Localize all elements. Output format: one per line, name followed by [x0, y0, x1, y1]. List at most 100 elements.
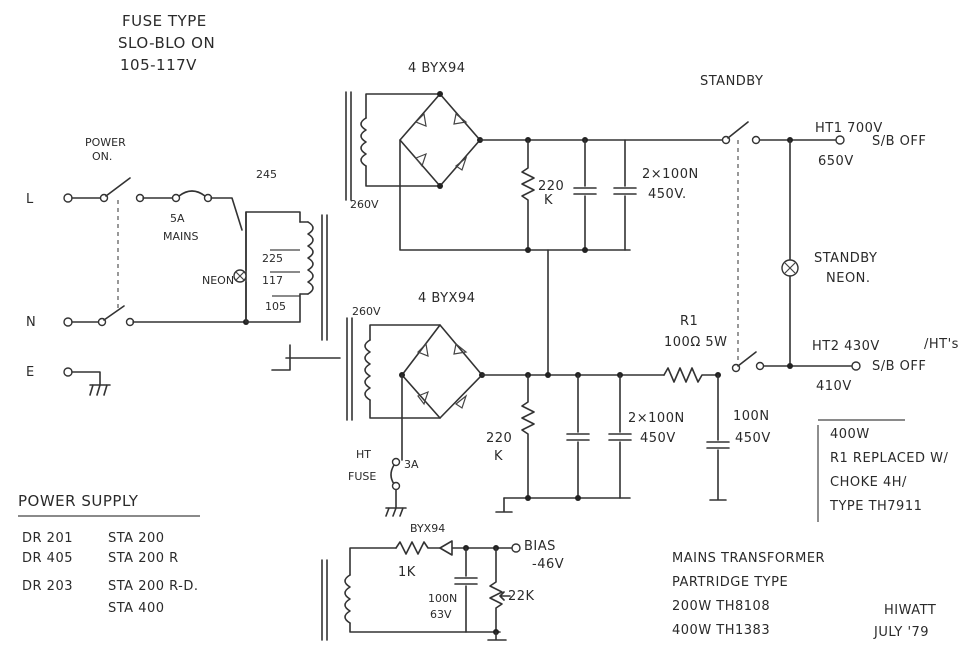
resistor-bottom-value: 220: [486, 431, 512, 446]
fuse-type-note: FUSE TYPE SLO-BLO ON 105-117V: [118, 12, 215, 74]
cap-single-voltage: 450V: [735, 431, 771, 446]
ht2-output: R1 100Ω 5W HT2 430V /HT's S/B OFF 410V 1…: [663, 314, 959, 501]
model-row-1-sta: STA 200: [108, 531, 165, 546]
model-row-3-dr: DR 203: [22, 579, 73, 594]
bias-resistor: [395, 541, 441, 555]
model-row-2-dr: DR 405: [22, 551, 73, 566]
bias-diode: [439, 540, 513, 556]
transformer-note-line-4: 400W TH1383: [672, 623, 770, 638]
cap-top-value: 2×100N: [642, 167, 699, 182]
transformer-note-line-3: 200W TH8108: [672, 599, 770, 614]
resistor-220k-top: [521, 139, 535, 251]
tap-245-label: 245: [256, 168, 277, 181]
bias-pot-22k: [489, 547, 503, 633]
tap-117-label: 117: [262, 274, 283, 287]
tap-105-label: 105: [265, 300, 286, 313]
ht1-label: HT1 700V: [815, 121, 883, 136]
terminal-l: [63, 193, 73, 203]
fuse-type-line-2: SLO-BLO ON: [118, 34, 215, 52]
box-note-line-2: R1 REPLACED W/: [830, 451, 949, 466]
transformer-note: MAINS TRANSFORMER PARTRIDGE TYPE 200W TH…: [672, 551, 825, 638]
terminal-e: [63, 367, 73, 377]
resistor-top-unit: K: [544, 193, 553, 208]
bias-voltage: -46V: [532, 557, 564, 572]
signature-name: HIWATT: [884, 603, 936, 618]
choke-note-box: 400W R1 REPLACED W/ CHOKE 4H/ TYPE TH791…: [817, 419, 949, 522]
ht1-voltage: 650V: [818, 154, 854, 169]
line-n-label: N: [26, 315, 36, 330]
bias-resistor-value: 1K: [398, 565, 416, 580]
ht2-rectifier: 4 BYX94 260V 220 K 2×100N 450V HT FUSE 3…: [346, 291, 685, 517]
capacitor-top-2: [613, 139, 637, 251]
ht2-terminal: [851, 361, 861, 371]
earth-symbol: [89, 384, 111, 396]
ht1-terminal: [835, 135, 845, 145]
ht1-rectifier: 4 BYX94 260V 220 K 2×100N 450V.: [345, 61, 723, 376]
mains-fuse-terminal-a: [171, 193, 181, 203]
mains-fuse-label: MAINS: [163, 230, 198, 243]
bridge-top-label: 4 BYX94: [408, 61, 466, 76]
ht-fuse: [391, 457, 401, 467]
box-note-line-4: TYPE TH7911: [829, 499, 922, 514]
ht-fuse-rating: 3A: [404, 458, 419, 471]
ht2-suffix: /HT's: [924, 337, 959, 352]
model-row-1-dr: DR 201: [22, 531, 73, 546]
mains-fuse-rating: 5A: [170, 212, 185, 225]
standby-neon-label-2: NEON.: [826, 271, 871, 286]
bias-supply: 1K BYX94 BIAS -46V 100N 63V 22K: [321, 522, 564, 641]
fuse-type-line-1: FUSE TYPE: [122, 12, 207, 30]
line-e-label: E: [26, 365, 35, 380]
r1-value: 100Ω 5W: [664, 335, 728, 350]
bias-terminal: [511, 543, 521, 553]
cap-bottom-value: 2×100N: [628, 411, 685, 426]
terminal-n: [63, 317, 73, 327]
bias-label: BIAS: [524, 539, 556, 554]
bias-diode-label: BYX94: [410, 522, 445, 535]
tap-225-label: 225: [262, 252, 283, 265]
capacitor-top-1: [573, 139, 597, 251]
ht-fuse-label-2: FUSE: [348, 470, 376, 483]
transformer-note-line-1: MAINS TRANSFORMER: [672, 551, 825, 566]
neon-label: NEON: [202, 274, 234, 287]
box-note-line-3: CHOKE 4H/: [830, 475, 907, 490]
model-list: POWER SUPPLY DR 201 STA 200 DR 405 STA 2…: [18, 492, 200, 616]
model-row-2-sta: STA 200 R: [108, 551, 179, 566]
ht2-voltage: 410V: [816, 379, 852, 394]
cap-bottom-voltage: 450V: [640, 431, 676, 446]
standby-neon-label-1: STANDBY: [814, 251, 877, 266]
mains-input: POWER ON. L N E 5A MAINS: [26, 136, 249, 396]
standby-section: STANDBY HT1 700V S/B OFF 650V STANDBY NE…: [700, 74, 926, 366]
ht2-standby-off: S/B OFF: [872, 359, 926, 374]
mains-transformer-primary: 245 225 117 105 NEON: [202, 168, 341, 371]
ht-fuse-label-1: HT: [356, 448, 371, 461]
standby-label: STANDBY: [700, 74, 763, 89]
signature-date: JULY '79: [873, 625, 929, 640]
power-supply-title: POWER SUPPLY: [18, 492, 139, 510]
capacitor-bottom-2: [608, 374, 632, 499]
bias-cap-value: 100N: [428, 592, 457, 605]
r1-label: R1: [680, 314, 698, 329]
r1-resistor: [663, 367, 719, 383]
fuse-type-line-3: 105-117V: [120, 56, 197, 74]
transformer-note-line-2: PARTRIDGE TYPE: [672, 575, 788, 590]
secondary-bottom-voltage: 260V: [352, 305, 381, 318]
resistor-220k-bottom: [521, 374, 535, 499]
power-on-label-1: POWER: [85, 136, 126, 149]
resistor-top-value: 220: [538, 179, 564, 194]
resistor-bottom-unit: K: [494, 449, 503, 464]
cap-top-voltage: 450V.: [648, 187, 687, 202]
bridge-rectifier-top: [399, 93, 481, 187]
bias-cap-voltage: 63V: [430, 608, 452, 621]
bias-pot-value: 22K: [508, 589, 535, 604]
power-on-label-2: ON.: [92, 150, 112, 163]
ht2-label: HT2 430V: [812, 339, 880, 354]
mains-fuse: [178, 190, 206, 197]
bridge-bottom-label: 4 BYX94: [418, 291, 476, 306]
signature: HIWATT JULY '79: [873, 603, 936, 640]
cap-single-value: 100N: [733, 409, 770, 424]
capacitor-bottom-1: [566, 374, 590, 499]
capacitor-single: [706, 374, 730, 501]
secondary-top-voltage: 260V: [350, 198, 379, 211]
bias-capacitor: [454, 547, 478, 633]
